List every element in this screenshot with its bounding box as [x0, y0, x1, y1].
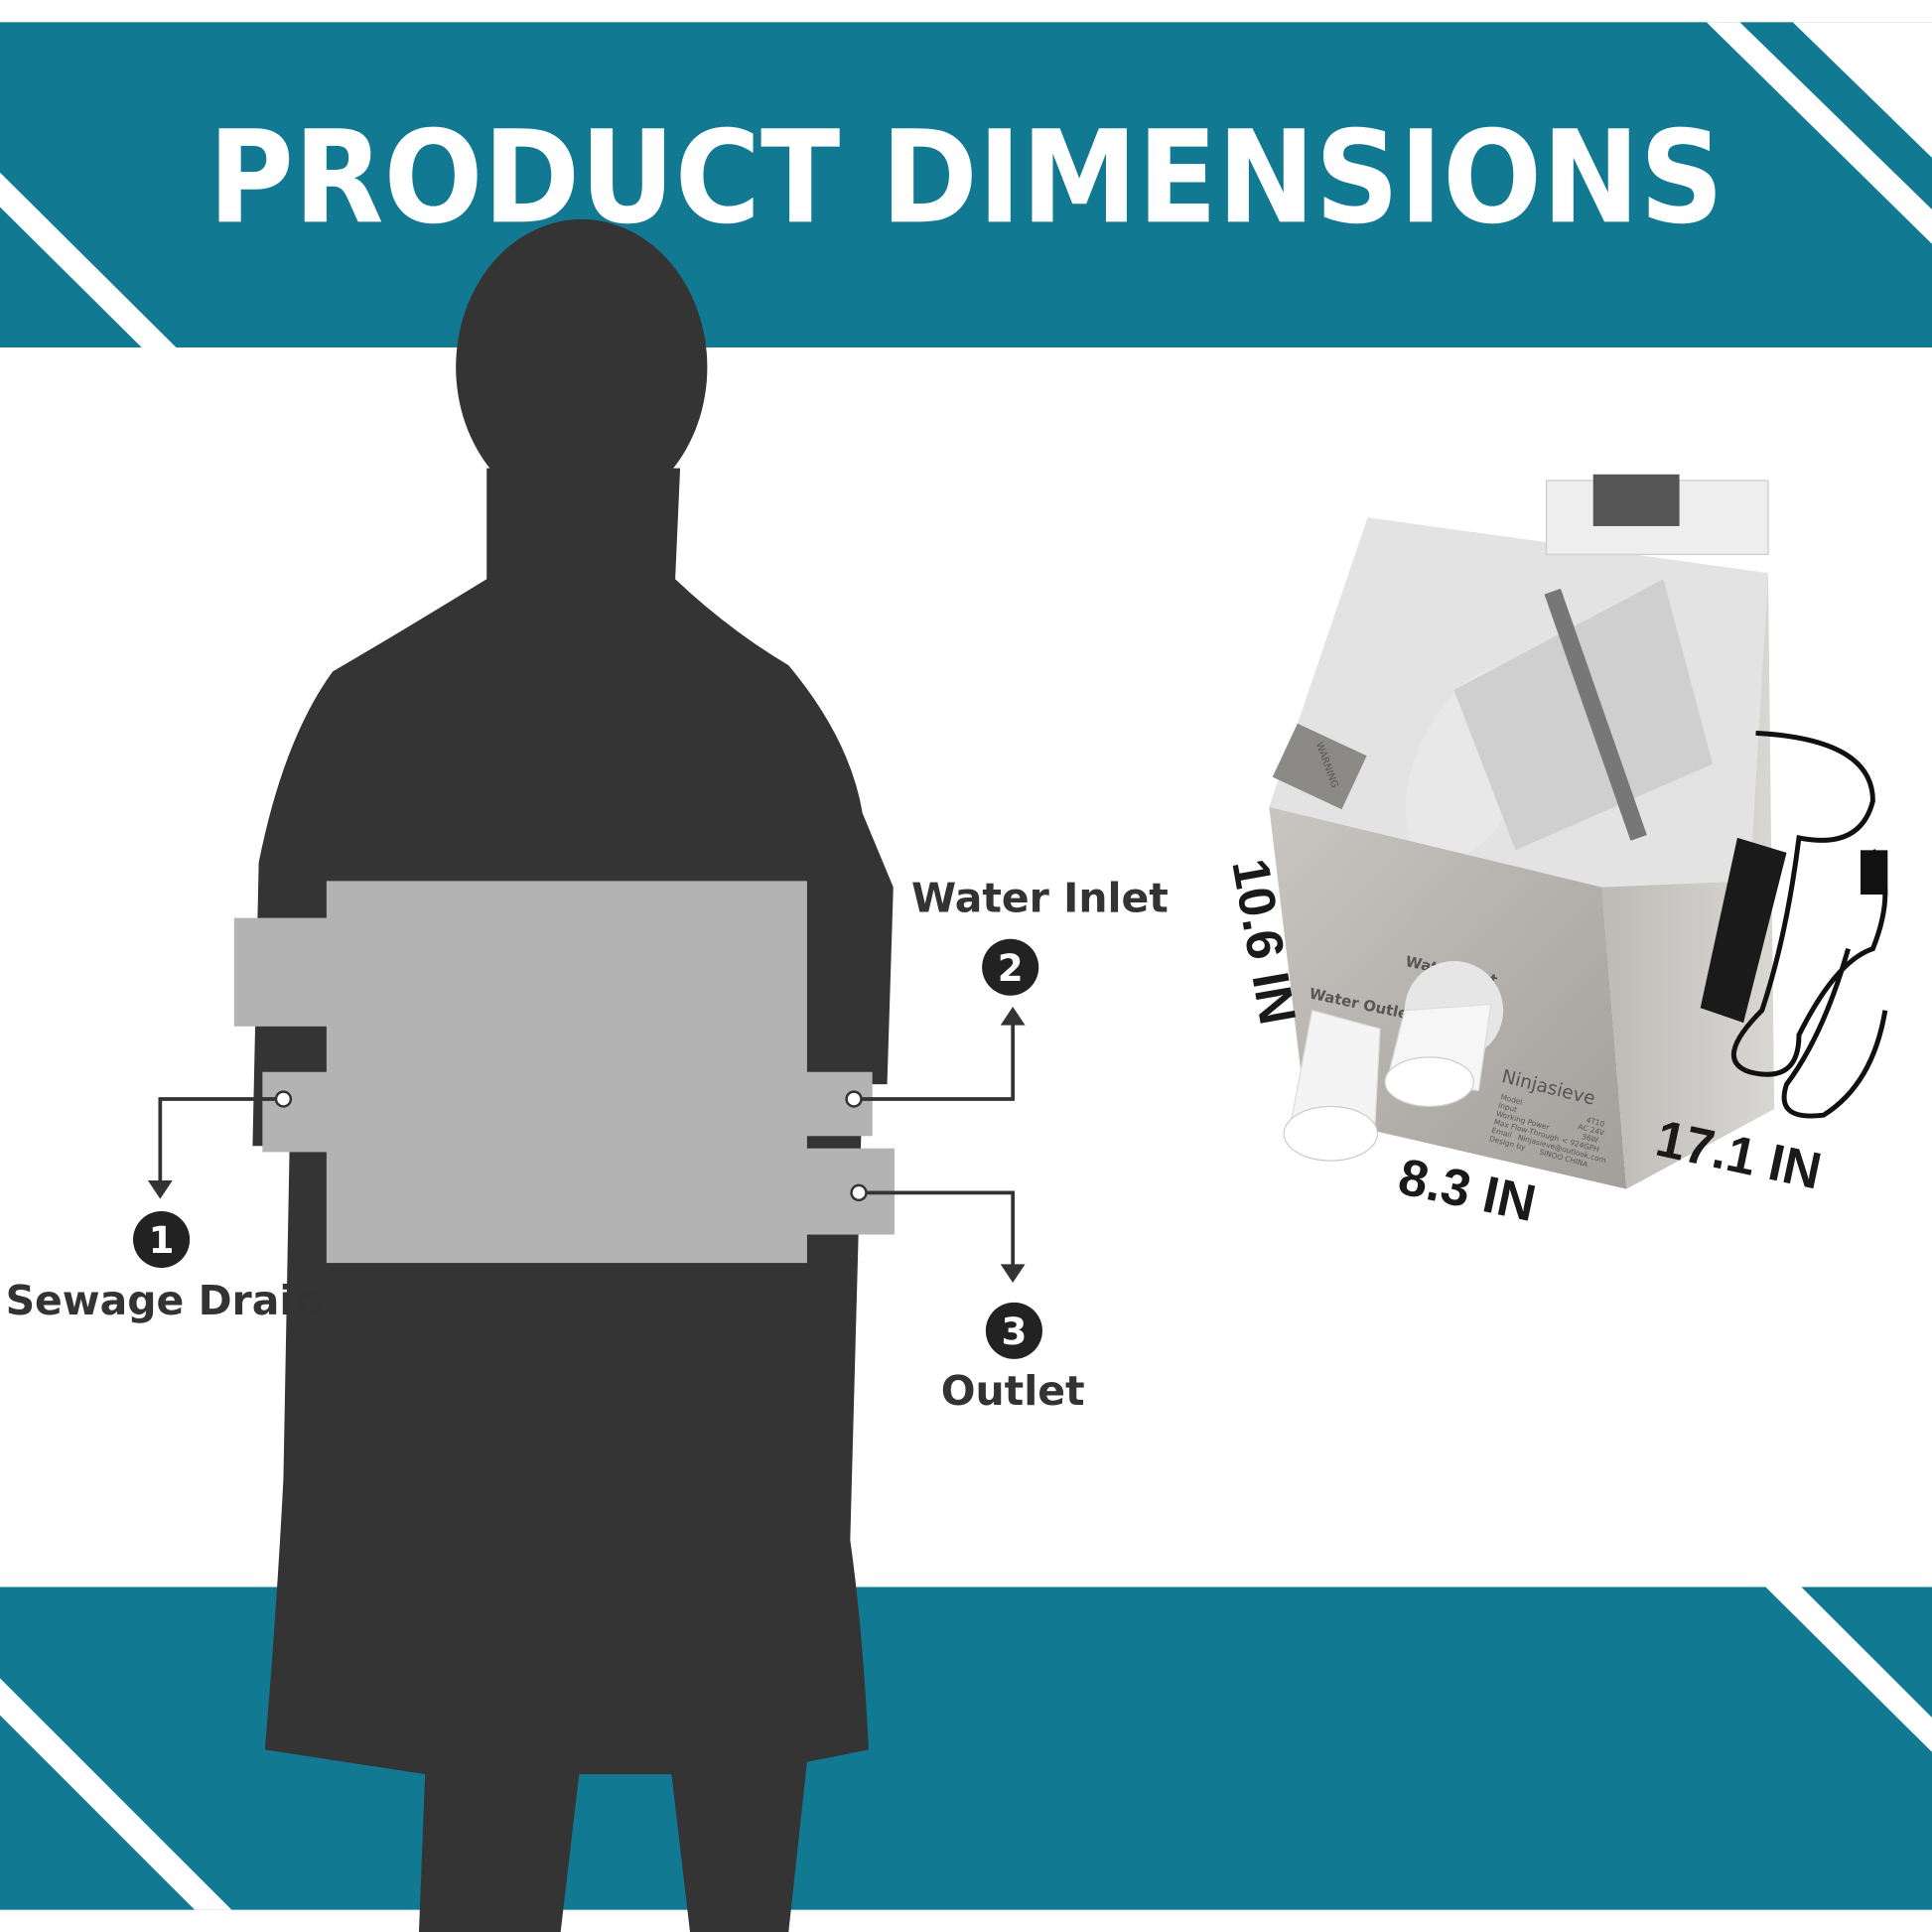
product-photo: WARNING Water Inlet Water Outlet Ninjasi… [1269, 474, 1888, 1189]
callout-number: 1 [149, 1218, 175, 1262]
top-banner [0, 22, 1932, 347]
plug-icon [1861, 850, 1888, 896]
callout-label: Sewage Drain [6, 1277, 323, 1324]
callout-label: Water Inlet [911, 874, 1169, 921]
banner-stripe [0, 1678, 232, 1910]
banner-stripe [1765, 1587, 1932, 1752]
display-icon [1592, 474, 1680, 526]
pipe-inlet [1384, 961, 1504, 1108]
callout-water-inlet: Water Inlet 2 [911, 874, 1169, 996]
svg-text:36W: 36W [1581, 1132, 1599, 1145]
callout-label: Outlet [941, 1367, 1085, 1415]
power-adapter [1700, 837, 1787, 1024]
power-cord [1730, 730, 1888, 1077]
arrow-down-icon [147, 1179, 173, 1199]
callout-outlet: 3 Outlet [941, 1302, 1085, 1415]
svg-text:Input: Input [1497, 1101, 1518, 1115]
pipe-outlet [1283, 1009, 1381, 1162]
svg-text:4T10: 4T10 [1586, 1115, 1606, 1129]
arrow-up-icon [1000, 1006, 1026, 1026]
page-title: PRODUCT DIMENSIONS [208, 103, 1725, 252]
product-silhouette-box [233, 881, 896, 1264]
callout-sewage-drain: 1 Sewage Drain [6, 1210, 323, 1324]
callout-lines [158, 1020, 1016, 1270]
arrow-down-icon [1000, 1264, 1026, 1283]
callout-number: 2 [998, 946, 1024, 990]
callout-number: 3 [1001, 1310, 1027, 1353]
banner-stripe [0, 172, 177, 347]
